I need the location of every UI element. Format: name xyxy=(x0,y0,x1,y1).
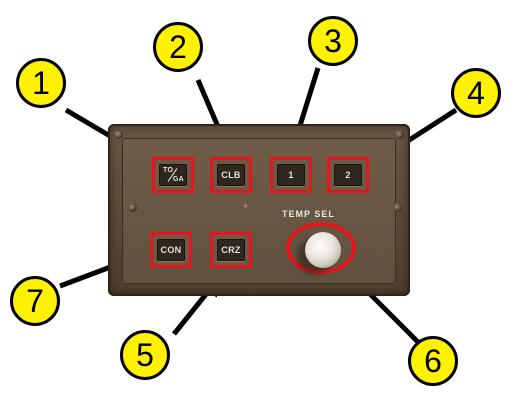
con-button-label: CON xyxy=(157,239,185,261)
screw xyxy=(395,130,404,139)
thrust-1-button-label: 1 xyxy=(277,164,305,186)
thrust-1-button[interactable]: 1 xyxy=(270,157,312,193)
temp-sel-knob-cap xyxy=(305,232,341,268)
clb-button-label: CLB xyxy=(217,164,245,186)
con-button[interactable]: CON xyxy=(150,232,192,268)
toga-label-bottom: GA xyxy=(172,176,184,183)
panel-star-mark: + xyxy=(243,201,249,211)
thrust-2-button[interactable]: 2 xyxy=(327,157,369,193)
callout-2: 2 xyxy=(153,22,203,72)
toga-button-face: TO GA xyxy=(159,164,187,186)
toga-label-top: TO xyxy=(163,167,174,174)
crz-button-label: CRZ xyxy=(217,239,245,261)
callout-7: 7 xyxy=(10,276,60,326)
crz-button[interactable]: CRZ xyxy=(210,232,252,268)
toga-button[interactable]: TO GA xyxy=(152,157,194,193)
screw xyxy=(128,203,137,212)
clb-button[interactable]: CLB xyxy=(210,157,252,193)
screw xyxy=(393,203,402,212)
callout-4: 4 xyxy=(451,68,501,118)
callout-3: 3 xyxy=(308,16,358,66)
callout-1: 1 xyxy=(16,58,66,108)
thrust-rating-panel xyxy=(108,124,410,296)
thrust-2-button-label: 2 xyxy=(334,164,362,186)
temp-sel-label: TEMP SEL xyxy=(282,209,335,219)
callout-6: 6 xyxy=(408,336,458,386)
screw xyxy=(114,130,123,139)
callout-5: 5 xyxy=(120,330,170,380)
temp-sel-knob[interactable] xyxy=(286,222,356,274)
